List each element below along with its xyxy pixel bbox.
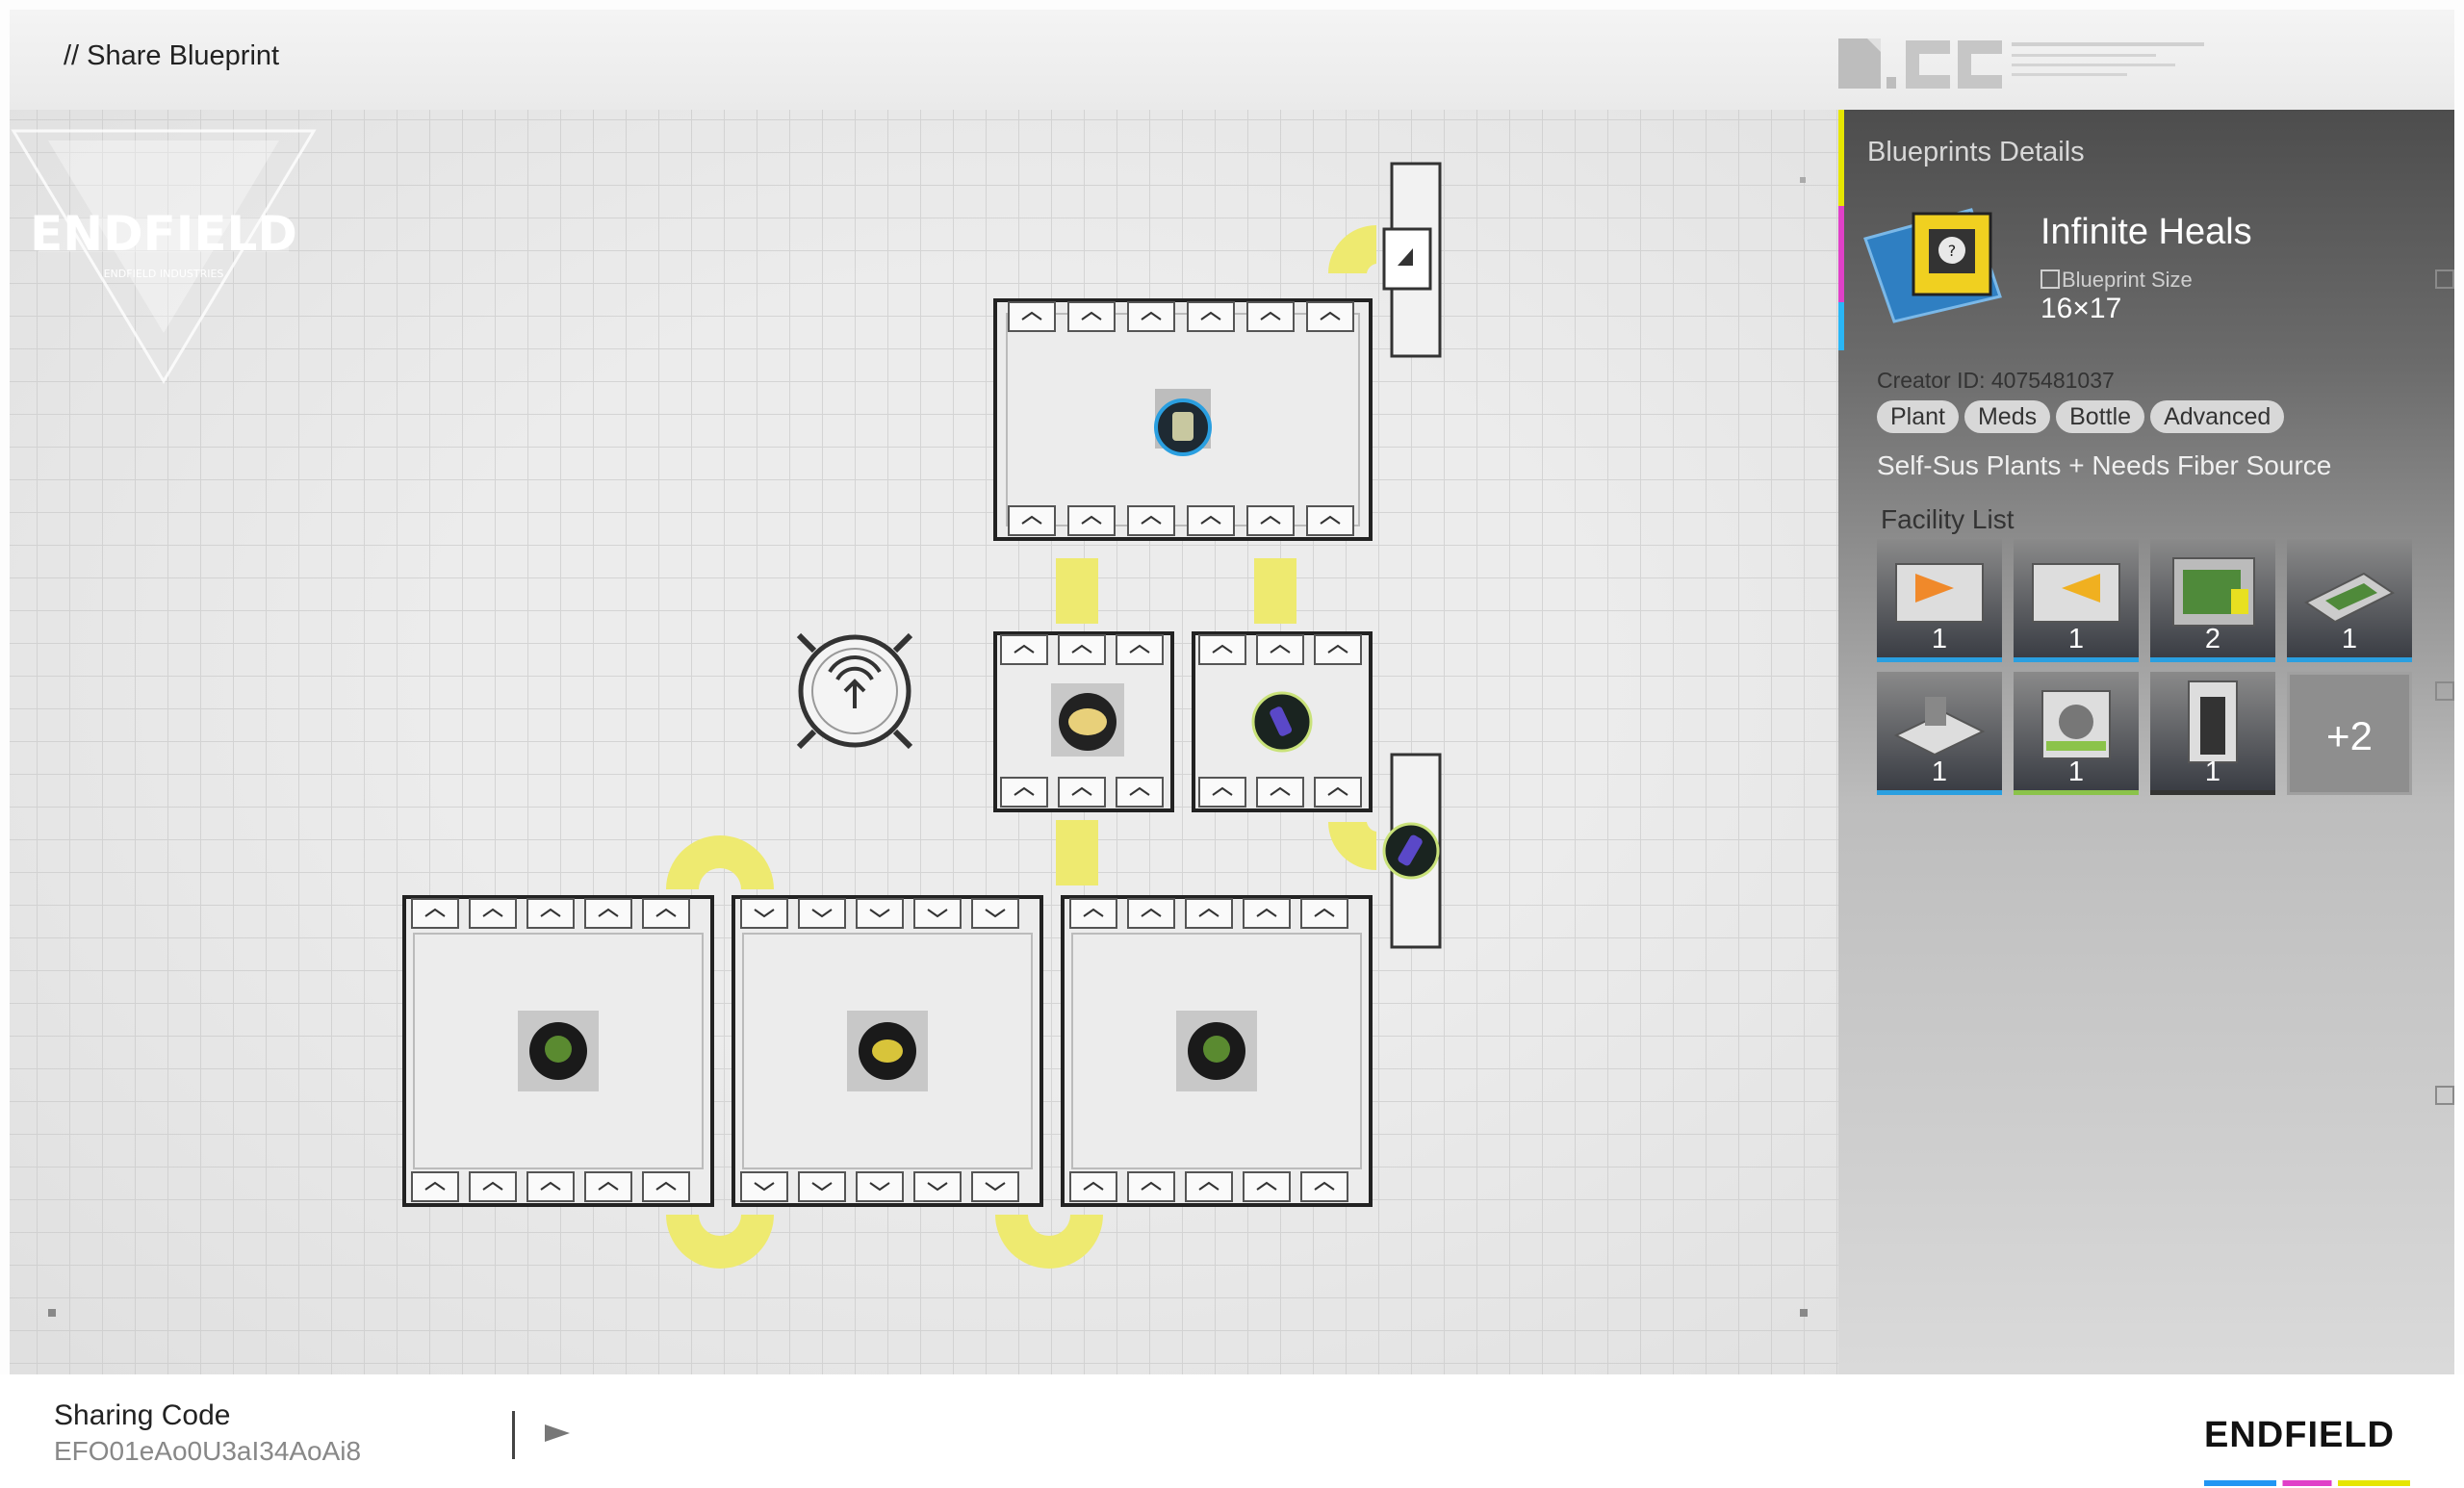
tag-bottle: Bottle xyxy=(2056,400,2145,433)
blueprint-grid[interactable] xyxy=(10,110,1838,1374)
facility-seed-picker[interactable]: 1 xyxy=(2287,539,2412,662)
sharing-code-label: Sharing Code xyxy=(54,1399,231,1431)
panel-accent-bar xyxy=(1838,110,1844,350)
seed-picker-icon xyxy=(2304,572,2395,624)
svg-text:?: ? xyxy=(1948,242,1957,260)
divider xyxy=(512,1411,515,1459)
creator-id: Creator ID: 4075481037 xyxy=(1877,368,2115,393)
panel-heading: Blueprints Details xyxy=(1867,137,2085,167)
grinder-icon xyxy=(1893,697,1986,757)
edge-mark-icon xyxy=(2435,269,2454,289)
facility-count: 1 xyxy=(1931,757,1948,787)
packaging-unit-icon xyxy=(2188,680,2238,763)
machine-mid-right xyxy=(1192,631,1373,812)
machine-top xyxy=(993,298,1373,541)
dcc-logo-icon xyxy=(1838,38,2204,89)
facility-list-title: Facility List xyxy=(1881,504,2015,534)
footer-bar: Sharing Code EFO01eAo0U3aI34AoAi8 ENDFIE… xyxy=(0,1374,2464,1488)
facility-count: 1 xyxy=(2067,757,2085,787)
blueprint-size-value: 16×17 xyxy=(2040,293,2122,324)
facility-count: 1 xyxy=(2067,624,2085,654)
facility-count: 1 xyxy=(1931,624,1948,654)
filling-unit-icon xyxy=(2041,690,2111,759)
tag-plant: Plant xyxy=(1877,400,1959,433)
page-title: // Share Blueprint xyxy=(64,40,280,71)
conveyor-belts xyxy=(666,225,1376,1269)
side-port-top xyxy=(1382,162,1442,358)
brand-color-bar xyxy=(2204,1480,2410,1486)
tag-advanced: Advanced xyxy=(2150,400,2285,433)
planter-icon xyxy=(2172,557,2255,627)
facility-refinery-orange-reverse[interactable]: 1 xyxy=(2014,539,2139,662)
facility-filling-unit[interactable]: 1 xyxy=(2014,672,2139,795)
refinery-orange-icon xyxy=(1895,563,1984,623)
tag-list: Plant Meds Bottle Advanced xyxy=(1877,400,2285,433)
facility-refinery-orange[interactable]: 1 xyxy=(1877,539,2002,662)
refinery-orange-reverse-icon xyxy=(2032,563,2120,623)
side-port-bottom xyxy=(1382,753,1442,949)
facility-list: 1 1 2 1 1 xyxy=(1877,539,2416,795)
depot-unit xyxy=(796,632,913,750)
machine-mid-left xyxy=(993,631,1174,812)
sharing-code-value[interactable]: EFO01eAo0U3aI34AoAi8 xyxy=(54,1436,362,1466)
planter-middle xyxy=(732,895,1043,1207)
top-bar: // Share Blueprint xyxy=(10,10,2454,110)
more-facilities-count: +2 xyxy=(2326,713,2373,758)
facility-count: 2 xyxy=(2204,624,2221,654)
svg-text:ENDFIELD INDUSTRIES: ENDFIELD INDUSTRIES xyxy=(104,268,224,280)
blueprint-icon: ? xyxy=(1863,208,2002,323)
play-icon[interactable] xyxy=(545,1424,570,1442)
blueprint-description: Self-Sus Plants + Needs Fiber Source xyxy=(1877,450,2332,480)
blueprint-size-label: Blueprint Size xyxy=(2062,268,2193,292)
facility-planter[interactable]: 2 xyxy=(2150,539,2275,662)
planter-left xyxy=(402,895,714,1207)
blueprint-name: Infinite Heals xyxy=(2040,212,2252,252)
edge-mark-icon xyxy=(2435,1086,2454,1105)
edge-mark-icon xyxy=(2435,681,2454,701)
facility-count: 1 xyxy=(2341,624,2358,654)
facility-count: 1 xyxy=(2204,757,2221,787)
more-facilities-button[interactable]: +2 xyxy=(2287,672,2412,795)
blueprint-details-panel: Blueprints Details ? Infinite Heals Blue… xyxy=(1838,110,2454,1374)
svg-text:ENDFIELD: ENDFIELD xyxy=(30,206,297,262)
endfield-industries-logo-icon: ENDFIELD ENDFIELD INDUSTRIES xyxy=(11,129,317,384)
endfield-brand: ENDFIELD xyxy=(2204,1415,2395,1455)
blueprint-size-icon xyxy=(2040,269,2060,289)
blueprint-viewer: // Share Blueprint xyxy=(10,10,2454,1374)
factory-layout xyxy=(48,162,1808,1317)
planter-right xyxy=(1061,895,1373,1207)
facility-grinder[interactable]: 1 xyxy=(1877,672,2002,795)
facility-packaging-unit[interactable]: 1 xyxy=(2150,672,2275,795)
tag-meds: Meds xyxy=(1964,400,2051,433)
